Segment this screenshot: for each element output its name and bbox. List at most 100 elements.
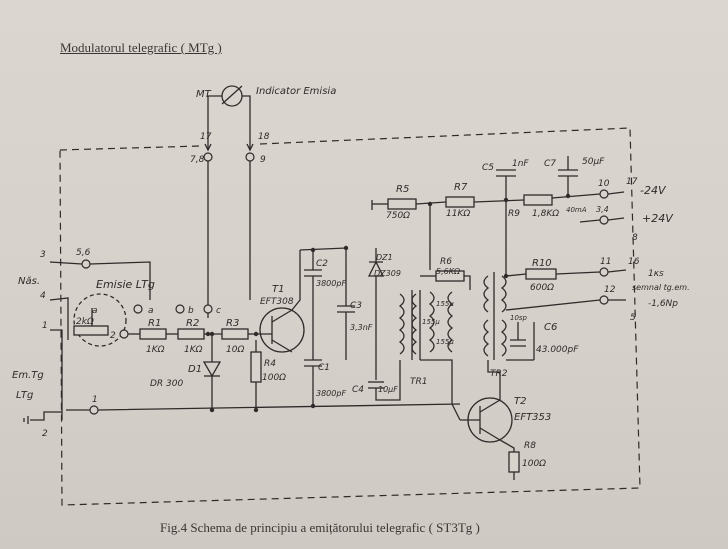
terminal-5-6 bbox=[81, 259, 91, 269]
capacitor-c6 bbox=[510, 322, 535, 360]
label-c4v: 10μF bbox=[378, 385, 398, 394]
label-emtg: Em.Tg bbox=[12, 370, 44, 381]
label-155c: 155μ bbox=[436, 338, 454, 346]
label-dzv: DZ309 bbox=[374, 269, 401, 278]
label-indicator: Indicator Emisia bbox=[256, 86, 336, 97]
resistor-r10 bbox=[525, 268, 557, 280]
label-np: -1,6Np bbox=[648, 299, 678, 309]
label-pa: a bbox=[92, 306, 98, 316]
label-c6v: 43.000pF bbox=[536, 345, 579, 355]
label-p24: +24V bbox=[642, 212, 674, 225]
resistor-r4 bbox=[250, 351, 262, 383]
label-ma: 40mA bbox=[566, 206, 587, 214]
label-10: 10 bbox=[598, 179, 610, 189]
terminal-7-8 bbox=[203, 152, 213, 162]
resistor-r3 bbox=[221, 328, 249, 340]
label-semnal: 1κs bbox=[648, 269, 664, 279]
terminal-1 bbox=[89, 405, 99, 415]
terminal-11 bbox=[599, 267, 609, 277]
terminal-3-4 bbox=[599, 215, 609, 225]
label-p2: 2 bbox=[110, 331, 116, 341]
label-tr1: TR1 bbox=[410, 377, 427, 387]
label-r10: R10 bbox=[532, 258, 552, 269]
label-2: 2 bbox=[42, 429, 48, 439]
label-18: 18 bbox=[258, 132, 270, 142]
label-a: a bbox=[148, 306, 154, 316]
label-eft308: EFT308 bbox=[260, 297, 294, 307]
label-r5: R5 bbox=[396, 184, 409, 195]
label-c5v: 1nF bbox=[512, 159, 529, 169]
label-9: 9 bbox=[260, 155, 266, 165]
label-r6v: 5,6KΩ bbox=[436, 267, 461, 276]
label-r9: R9 bbox=[508, 209, 520, 219]
label-c1v: 3800pF bbox=[316, 389, 346, 398]
label-nas: Năs. bbox=[18, 276, 40, 287]
label-r1v: 1KΩ bbox=[146, 345, 165, 355]
label-r5v: 750Ω bbox=[386, 211, 410, 221]
label-r4: R4 bbox=[264, 359, 276, 369]
label-r4v: 100Ω bbox=[262, 373, 286, 383]
transistor-t1 bbox=[259, 307, 305, 353]
label-emisie: Emisie LTg bbox=[96, 278, 155, 291]
transformer-tr2 bbox=[483, 319, 490, 357]
label-r9v: 1,8KΩ bbox=[532, 209, 559, 219]
label-2k: 2kΩ bbox=[76, 317, 94, 327]
label-c6: C6 bbox=[544, 322, 557, 333]
label-16: 16 bbox=[628, 257, 640, 267]
module-enclosure bbox=[59, 127, 641, 506]
label-r8: R8 bbox=[524, 441, 536, 451]
label-dz1: DZ1 bbox=[376, 253, 393, 262]
label-5-6: 5,6 bbox=[76, 248, 91, 258]
label-7-8: 7,8 bbox=[190, 155, 205, 165]
label-12: 12 bbox=[604, 285, 616, 295]
label-mt: MT bbox=[196, 89, 212, 100]
terminal-10 bbox=[599, 189, 609, 199]
label-155a: 155μ bbox=[436, 300, 454, 308]
label-c5: C5 bbox=[482, 163, 494, 173]
label-b: b bbox=[188, 306, 194, 316]
label-c3v: 3,3nF bbox=[350, 323, 373, 332]
label-r2: R2 bbox=[186, 318, 199, 329]
resistor-r5 bbox=[387, 198, 417, 210]
label-17: 17 bbox=[200, 132, 212, 142]
label-semnal2: semnal tg.em. bbox=[632, 283, 690, 292]
label-10sp: 10sp bbox=[510, 314, 528, 322]
figure-caption: Fig.4 Schema de principiu a emițătorului… bbox=[160, 520, 480, 535]
label-t2: T2 bbox=[514, 396, 526, 407]
label-r6: R6 bbox=[440, 257, 452, 267]
resistor-r9 bbox=[523, 194, 553, 206]
label-4: 4 bbox=[40, 291, 46, 301]
label-ltg: LTg bbox=[16, 390, 33, 401]
label-c4: C4 bbox=[352, 385, 364, 395]
label-r1: R1 bbox=[148, 318, 161, 329]
resistor-r8 bbox=[508, 451, 520, 473]
label-r2v: 1KΩ bbox=[184, 345, 203, 355]
label-8: 8 bbox=[632, 233, 638, 243]
label-d1v: DR 300 bbox=[150, 379, 183, 389]
label-r8v: 100Ω bbox=[522, 459, 546, 469]
label-5: 5 bbox=[630, 313, 636, 323]
transformer-tr1 bbox=[398, 293, 405, 355]
diode-d1 bbox=[202, 361, 222, 378]
label-c3: C3 bbox=[350, 301, 362, 311]
label-tr2: TR2 bbox=[490, 369, 508, 379]
label-17b: 17 bbox=[626, 177, 638, 187]
label-r7v: 11KΩ bbox=[446, 209, 470, 219]
label-r3v: 10Ω bbox=[226, 345, 244, 355]
resistor-r1 bbox=[139, 328, 167, 340]
label-eft353: EFT353 bbox=[514, 412, 551, 423]
resistor-r2 bbox=[177, 328, 205, 340]
resistor-r7 bbox=[445, 196, 475, 208]
label-r3: R3 bbox=[226, 318, 239, 329]
label-c7v: 50μF bbox=[582, 157, 605, 167]
label-155b: 155μ bbox=[422, 318, 440, 326]
label-c: c bbox=[216, 306, 221, 316]
label-c7: C7 bbox=[544, 159, 556, 169]
terminal-12 bbox=[599, 295, 609, 305]
label-c1: C1 bbox=[318, 363, 330, 373]
terminal-9 bbox=[245, 152, 255, 162]
label-1: 1 bbox=[42, 321, 48, 331]
label-3-4: 3,4 bbox=[596, 205, 609, 214]
